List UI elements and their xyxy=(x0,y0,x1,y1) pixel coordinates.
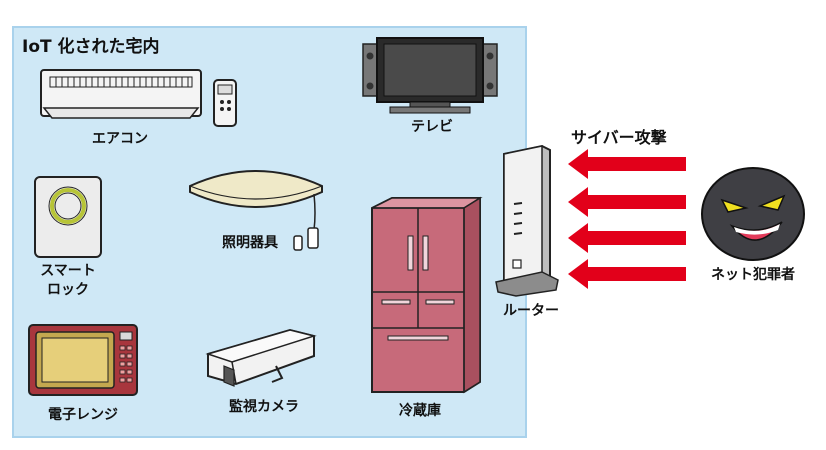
air-conditioner-label: エアコン xyxy=(92,131,148,147)
smart-lock-label-line2: ロック xyxy=(47,282,89,298)
cyber-attack-label: サイバー攻撃 xyxy=(571,128,667,147)
attack-arrow-4 xyxy=(568,259,686,289)
router-icon xyxy=(495,144,559,297)
tv-icon xyxy=(362,37,498,114)
attack-arrow-2 xyxy=(568,187,686,217)
refrigerator-icon xyxy=(371,196,483,394)
ceiling-light-icon xyxy=(189,170,323,251)
tv-label: テレビ xyxy=(411,119,453,135)
refrigerator-label: 冷蔵庫 xyxy=(399,403,441,419)
lighting-label: 照明器具 xyxy=(222,235,278,251)
attack-arrow-1 xyxy=(568,149,686,179)
security-camera-icon xyxy=(205,328,317,387)
camera-label: 監視カメラ xyxy=(229,399,299,415)
smart-lock-icon xyxy=(34,176,102,258)
attacker-label: ネット犯罪者 xyxy=(711,267,795,283)
router-label: ルーター xyxy=(503,303,559,319)
home-title: IoT 化された宅内 xyxy=(22,37,160,57)
smart-lock-label-line1: スマート xyxy=(40,263,96,279)
microwave-label: 電子レンジ xyxy=(48,407,118,423)
microwave-icon xyxy=(28,324,138,396)
attacker-icon xyxy=(701,167,805,261)
air-conditioner-icon xyxy=(40,69,237,127)
smart-lock-label: スマート ロック xyxy=(28,262,108,300)
attack-arrow-3 xyxy=(568,223,686,253)
